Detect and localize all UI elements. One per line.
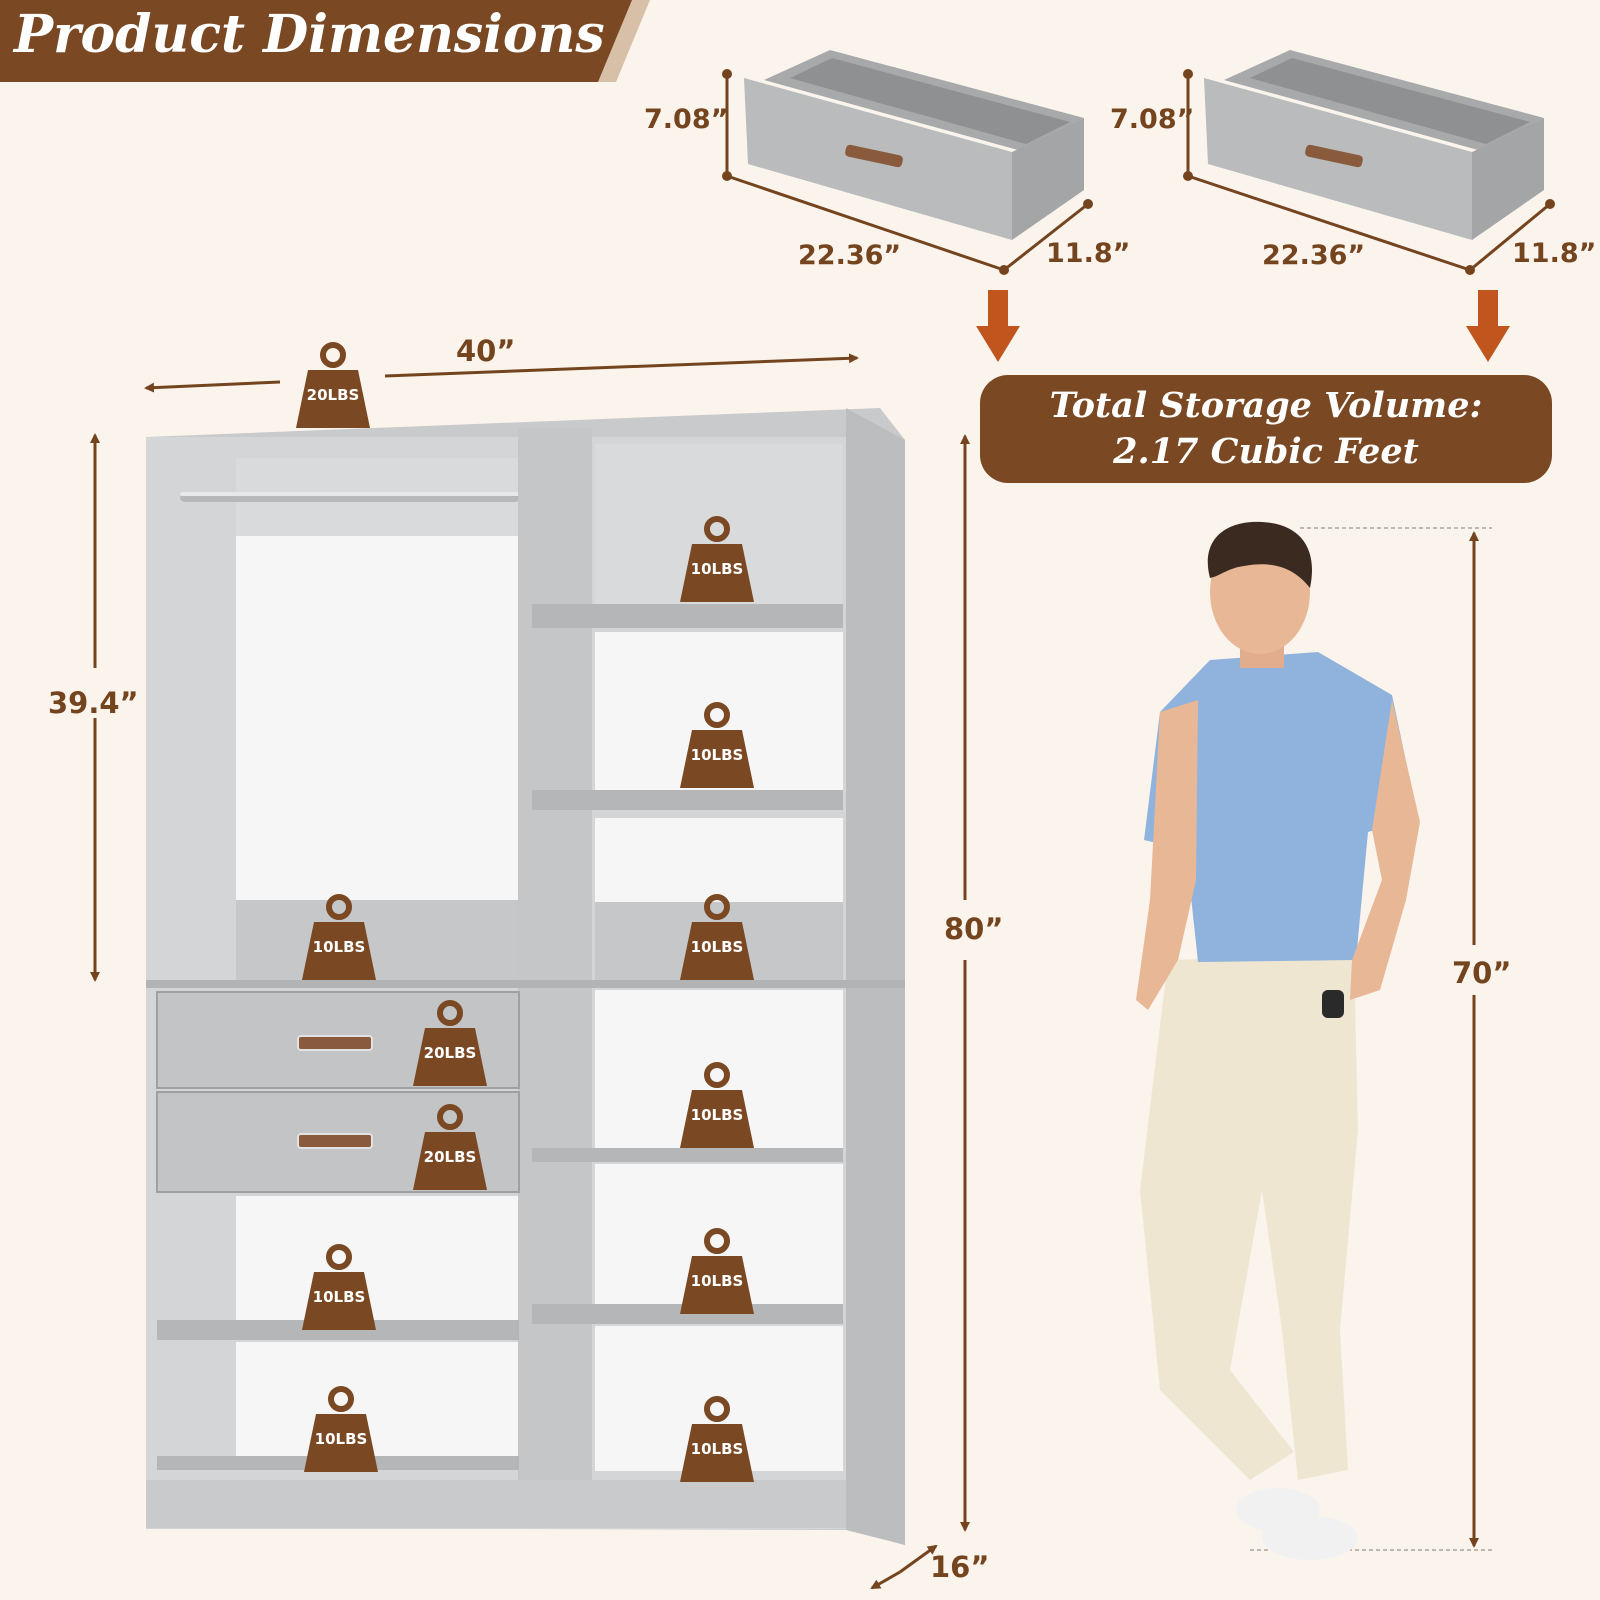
weight-right-bottom-label: 10LBS xyxy=(690,1440,744,1458)
weight-left-lower-1-label: 10LBS xyxy=(312,1288,366,1306)
weight-drawer-1-label: 20LBS xyxy=(423,1044,477,1062)
weight-icon: 20LBS xyxy=(411,1104,489,1190)
total-height-label: 80” xyxy=(944,912,1004,946)
weight-right-lower-1-label: 10LBS xyxy=(690,1106,744,1124)
drawer2-depth-label: 11.8” xyxy=(1512,238,1597,269)
weight-drawer-2-label: 20LBS xyxy=(423,1148,477,1166)
weight-icon: 10LBS xyxy=(302,1386,380,1472)
wardrobe-width-label: 40” xyxy=(456,334,516,368)
drawer1-height-label: 7.08” xyxy=(644,104,729,135)
drawer-illustration-1 xyxy=(722,50,1093,275)
weight-icon: 20LBS xyxy=(411,1000,489,1086)
depth-label: 16” xyxy=(930,1550,990,1584)
drawer1-depth-label: 11.8” xyxy=(1046,238,1131,269)
weight-icon: 10LBS xyxy=(678,1062,756,1148)
weight-right-shelf-1-label: 10LBS xyxy=(690,560,744,578)
weight-icon: 10LBS xyxy=(678,1228,756,1314)
person-illustration xyxy=(1136,521,1420,1560)
drawer2-height-label: 7.08” xyxy=(1110,104,1195,135)
weight-icon: 10LBS xyxy=(300,1244,378,1330)
weight-icon: 10LBS xyxy=(678,702,756,788)
title-banner: Product Dimensions xyxy=(0,0,650,82)
weight-icon: 10LBS xyxy=(678,1396,756,1482)
upper-height-label: 39.4” xyxy=(48,686,139,720)
storage-volume-value: 2.17 Cubic Feet xyxy=(1113,431,1419,472)
drawer1-width-label: 22.36” xyxy=(798,240,902,271)
weight-icon: 20LBS xyxy=(294,342,372,428)
storage-volume-title: Total Storage Volume: xyxy=(1049,385,1483,426)
storage-volume-banner: Total Storage Volume: 2.17 Cubic Feet xyxy=(980,375,1552,483)
weight-right-mid-label: 10LBS xyxy=(690,938,744,956)
weight-icon: 10LBS xyxy=(678,894,756,980)
down-arrow-icon xyxy=(976,290,1510,362)
person-height-label: 70” xyxy=(1452,956,1512,990)
drawer-illustration-2 xyxy=(1183,50,1555,275)
weight-icon: 10LBS xyxy=(300,894,378,980)
wardrobe-illustration xyxy=(146,408,905,1545)
dimension-lines xyxy=(90,353,1479,1590)
drawer2-width-label: 22.36” xyxy=(1262,240,1366,271)
weight-right-lower-2-label: 10LBS xyxy=(690,1272,744,1290)
weight-left-bottom-label: 10LBS xyxy=(314,1430,368,1448)
weight-left-mid-label: 10LBS xyxy=(312,938,366,956)
weight-right-shelf-2-label: 10LBS xyxy=(690,746,744,764)
weight-icon: 10LBS xyxy=(678,516,756,602)
page-title: Product Dimensions xyxy=(14,4,605,65)
weight-top-label: 20LBS xyxy=(306,386,360,404)
